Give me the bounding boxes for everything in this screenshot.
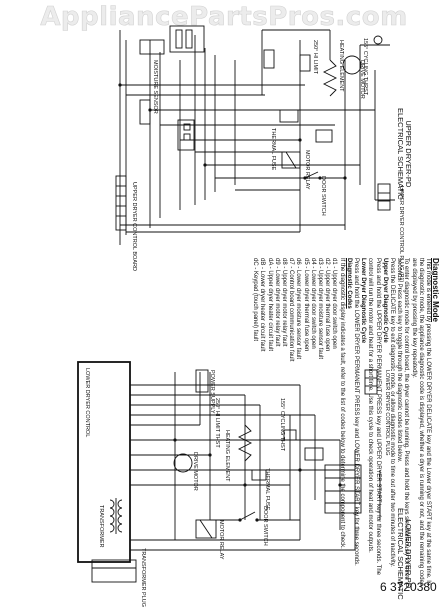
diagnostic-body-3: Press the DELICATE key to exit diagnosti… bbox=[388, 258, 395, 567]
code-1: d1 - Upper dryer door switch open bbox=[331, 258, 338, 349]
diagnostic-body-2: To enter diagnostic mode for control boa… bbox=[396, 258, 410, 580]
upper-heating-element-label: HEATING ELEMENT bbox=[338, 40, 344, 92]
codes-intro: If the diagnostic display indicates a fa… bbox=[338, 258, 345, 549]
upper-door-switch-label: DOOR SWITCH bbox=[320, 176, 326, 216]
diagnostic-text-block: Diagnostic Mode This mode is entered by … bbox=[251, 258, 440, 588]
code-2: d2 - Upper dryer thermal fuse open bbox=[324, 258, 331, 352]
code-11: dB - Lower dryer heater circuit fault bbox=[259, 258, 266, 352]
upper-schematic-wiring bbox=[115, 25, 395, 245]
lower-heating-element-label: HEATING ELEMENT bbox=[224, 430, 230, 482]
watermark: AppliancePartsPros.com bbox=[40, 2, 408, 33]
code-4: d4 - Lower dryer door switch open bbox=[309, 258, 316, 349]
code-6: d6 - Lower dryer moisture sensor fault bbox=[295, 258, 302, 360]
code-7: d7 - Control board communication fault bbox=[288, 258, 295, 362]
lower-motor-relay-label: MOTOR RELAY bbox=[218, 520, 224, 560]
transformer-plug-label: TRANSFORMER PLUG bbox=[140, 548, 146, 607]
upper-cycle-title: Upper Dryer Diagnostic Cycle bbox=[381, 258, 388, 343]
code-5: d5 - Lower dryer thermal fuse open bbox=[302, 258, 309, 352]
lower-drive-motor-label: DRIVE MOTOR bbox=[192, 452, 198, 491]
code-8: d8 - Upper dryer motor relay fault bbox=[280, 258, 287, 347]
lower-control-label: LOWER DRYER CONTROL bbox=[84, 368, 90, 438]
upper-moisture-sensor-label: MOISTURE SENSOR bbox=[152, 60, 158, 114]
code-9: d9 - Lower dryer motor relay fault bbox=[273, 258, 280, 347]
upper-cycle-text: Press and hold the UPPER DRYER PERMANENT… bbox=[367, 258, 381, 576]
upper-thermal-fuse-label: THERMAL FUSE bbox=[270, 128, 276, 171]
diagnostic-mode-title: Diagnostic Mode bbox=[431, 258, 440, 323]
lower-cycle-title: Lower Dryer Diagnostic Cycle bbox=[360, 258, 367, 344]
upper-control-board-label: UPPER DRYER CONTROL BOARD bbox=[131, 182, 137, 271]
upper-motor-relay-label: MOTOR RELAY bbox=[304, 150, 310, 190]
diagnostic-intro: This mode is entered by pressing the LOW… bbox=[410, 258, 431, 586]
code-3: d3 - Upper dryer moisture sensor fault bbox=[316, 258, 323, 360]
code-10: dA - Upper dryer heater circuit fault bbox=[266, 258, 273, 352]
upper-schematic-title: UPPER DRYER-PD ELECTRICAL SCHEMATIC bbox=[396, 108, 413, 200]
codes-title: Diagnostic Codes bbox=[345, 258, 352, 309]
upper-hi-limit-label: 250° HI LIMIT bbox=[312, 40, 318, 74]
power-supply-label: POWER SUPPLY bbox=[209, 370, 215, 414]
part-number: 6 3720380 bbox=[380, 580, 437, 594]
upper-drive-motor-label: DRIVE MOTOR bbox=[359, 60, 365, 99]
transformer-label: TRANSFORMER bbox=[98, 505, 104, 548]
lower-schematic-wiring bbox=[77, 361, 381, 583]
code-12: dC - Keypad (touch panel) fault bbox=[252, 258, 259, 342]
lower-cycle-text: Press and hold the LOWER DRYER PERMANENT… bbox=[352, 258, 359, 566]
